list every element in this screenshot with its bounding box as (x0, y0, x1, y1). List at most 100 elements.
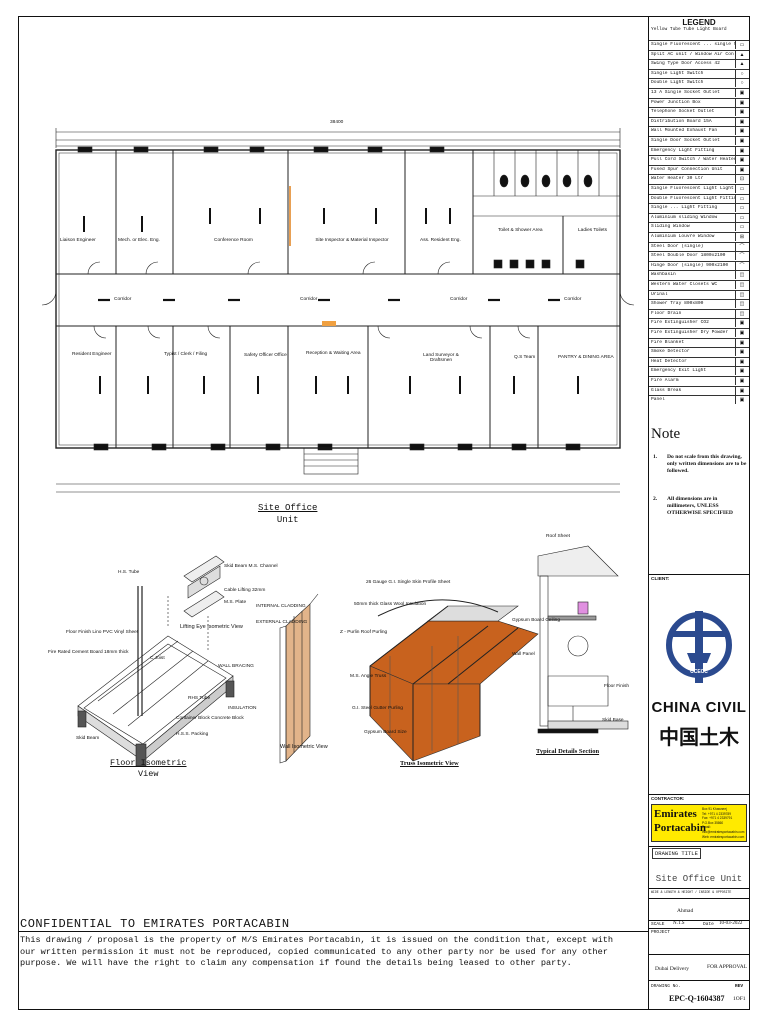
legend-item-label: Fused Spur Connection Unit (651, 166, 723, 172)
legend-symbol-icon: ⌒ (735, 252, 748, 261)
legend-item: Single ... Light Fitting▭ (649, 203, 749, 213)
plan-title-line2: Unit (276, 515, 299, 525)
contractor-box: CONTRACTOR: Emirates Portacabin Box 91 K… (649, 794, 749, 847)
legend-symbol-icon: ▲ (735, 60, 748, 69)
legend-symbol-icon: ◫ (735, 281, 748, 289)
legend-symbol-icon: ◫ (735, 271, 748, 280)
sheet-number: 1OF1 (733, 996, 746, 1002)
room-label-conference-room: Conference Room (214, 238, 253, 243)
legend-item: Pull Cord Switch / Water Heater▣ (649, 155, 749, 165)
room-label-typist-clerk: Typist / Clerk / Filing (164, 352, 208, 357)
legend-item: Sliding Window▭ (649, 222, 749, 232)
legend-symbol-icon: ▭ (735, 213, 748, 222)
truss-label-gutter: G.I. Steel Gutter Purling (352, 706, 403, 711)
legend-item-label: Emergency Exit Light (651, 368, 707, 374)
legend-symbol-icon: ▣ (735, 357, 748, 366)
legend-item-label: Shower Tray 800x800 (651, 301, 704, 307)
legend-item-label: Telephone Socket Outlet (651, 109, 715, 115)
contractor-contact-5: Email: info@emiratesportacabin.com (702, 825, 745, 834)
legend-symbol-icon: ○ (735, 79, 748, 88)
floor-isometric-detail (77, 586, 235, 767)
legend-item-label: Distribution Board 15A (651, 118, 712, 124)
room-label-ass-resident-eng: Ass. Resident Eng. (420, 238, 461, 243)
drawing-area: Liaison Engineer Mech. or Elec. Eng. Con… (18, 16, 648, 930)
floor-label-cement-board: Fire Rated Cement Board 18mm thick (48, 650, 129, 655)
legend-item-label: Hinge Door (single) 900x2100 (651, 262, 729, 268)
lifting-label-skid-beam: Skid Beam M.S. Channel (224, 564, 278, 569)
legend-symbol-icon: ⌒ (735, 242, 748, 251)
drawing-number: EPC-Q-1604387 (669, 994, 725, 1003)
legend-item: Double Fluorescent Light Fitting 2x36W▭ (649, 193, 749, 203)
legend-item-label: Glass Break (651, 387, 682, 393)
legend-symbol-icon: ▣ (735, 338, 748, 347)
lifting-label-cable: Cable Lifting 32mm (224, 588, 266, 593)
legend-item: Heat Detector ▣ (649, 356, 749, 366)
legend-symbol-icon: ▭ (735, 41, 748, 49)
legend-symbol-icon: ◫ (735, 300, 748, 309)
contractor-contact-1: Box 91 Khawneej (702, 807, 727, 811)
legend-symbol-icon: ▲ (735, 50, 748, 59)
legend-symbol-icon: ▣ (735, 386, 748, 395)
legend-symbol-icon: ▣ (735, 117, 748, 126)
legend-symbol-icon: ○ (735, 69, 748, 78)
legend-symbol-icon: ▣ (735, 127, 748, 136)
contractor-logo-panel: Emirates Portacabin Box 91 Khawneej Tel:… (651, 804, 747, 842)
legend-symbol-icon: ▣ (735, 348, 748, 357)
floor-label-skid-beam: Skid Beam (76, 736, 100, 741)
legend-symbol-icon: ▣ (735, 156, 748, 165)
legend-item-label: Double Fluorescent Light Fitting 2x36W (651, 195, 735, 201)
legend-symbol-icon: ▣ (735, 377, 748, 385)
lifting-eye-detail (183, 555, 225, 618)
corridor-label-1: Corridor (114, 297, 132, 302)
scale-value: N.T.S (673, 921, 685, 926)
legend-item-label: Urinal (651, 291, 668, 297)
legend-item: Steel Door (single)⌒ (649, 241, 749, 251)
title-block: LEGEND Yellow Tube Tube Light Board Sing… (648, 16, 750, 1010)
section-label-wall: Wall Panel (512, 652, 535, 657)
legend-item-label: Single Fluorescent ... single tube Light… (651, 42, 735, 47)
wall-label-internal: INTERNAL CLADDING (256, 604, 306, 609)
truss-label-insulation: 50mm thick Glass Wool Insulation (354, 602, 427, 607)
legend-item-label: Single Fluorescent Light Light Fitting 1… (651, 186, 735, 191)
room-label-toilet-shower: Toilet & Shower Area (498, 228, 543, 233)
corridor-label-3: Corridor (450, 297, 468, 302)
legend-item-label: Sliding Window (651, 224, 690, 230)
note-item-1-text: Do not scale from this drawing, only wri… (667, 454, 747, 474)
note-title: Note (651, 426, 681, 442)
corridor-label-2: Corridor (300, 297, 318, 302)
legend-symbol-icon: ⌒ (735, 261, 748, 270)
room-label-qs-team: Q.S Team (514, 355, 536, 360)
floor-plan (41, 128, 635, 493)
legend-symbol-icon: ▣ (735, 367, 748, 376)
drawn-by: Ahmad (677, 908, 694, 914)
legend-item: Smoke Detector▣ (649, 347, 749, 357)
room-label-resident-engineer: Resident Engineer (72, 352, 112, 357)
contractor-contact: Box 91 Khawneej Tel: +971 4 2339789 Fax:… (702, 807, 746, 839)
floor-isometric-title: Floor Isometric View (110, 758, 187, 780)
legend-item: Single Door Socket Outlet▣ (649, 136, 749, 145)
contractor-contact-3: Fax: +971 4 2339791 (702, 816, 733, 821)
legend-item-label: Swing Type Door Access 42 (651, 61, 720, 67)
legend-item: Power Junction Box▣ (649, 97, 749, 107)
legend-item-label: Panel (651, 397, 665, 403)
legend-item: Swing Type Door Access 42 ▲ (649, 59, 749, 69)
legend-symbol-icon: ▣ (735, 146, 748, 155)
contractor-label: CONTRACTOR: (651, 796, 685, 801)
note-item-2-num: 2. (653, 496, 658, 502)
legend-item: Emergency Light Fitting▣ (649, 145, 749, 155)
legend-item: Distribution Board 15A ▣ (649, 116, 749, 126)
legend-item-label: Heat Detector (651, 358, 687, 364)
legend-item-label: Single Door Socket Outlet (651, 138, 720, 143)
legend-item-label: Split AC unit / Window Air Con 2TR Exter… (651, 51, 735, 57)
logo-ring-text: CCECC (690, 669, 708, 675)
legend-symbol-icon: ▣ (735, 108, 748, 117)
legend-item-label: Aluminium Louvre Window (651, 234, 715, 239)
legend-title: LEGEND (682, 18, 716, 27)
room-label-reception: Reception & Waiting Area (306, 351, 361, 356)
legend-subtitle: Yellow Tube Tube Light Board (651, 27, 727, 32)
china-civil-text: CHINA CIVIL (651, 699, 747, 716)
china-civil-logo: CCECC (666, 611, 732, 683)
truss-label-angle-truss: M.S. Angle Truss (350, 674, 387, 679)
legend-item: 13 A Single Socket Outlet▣ (649, 88, 749, 97)
legend-item-label: Single Light Switch (651, 70, 704, 76)
